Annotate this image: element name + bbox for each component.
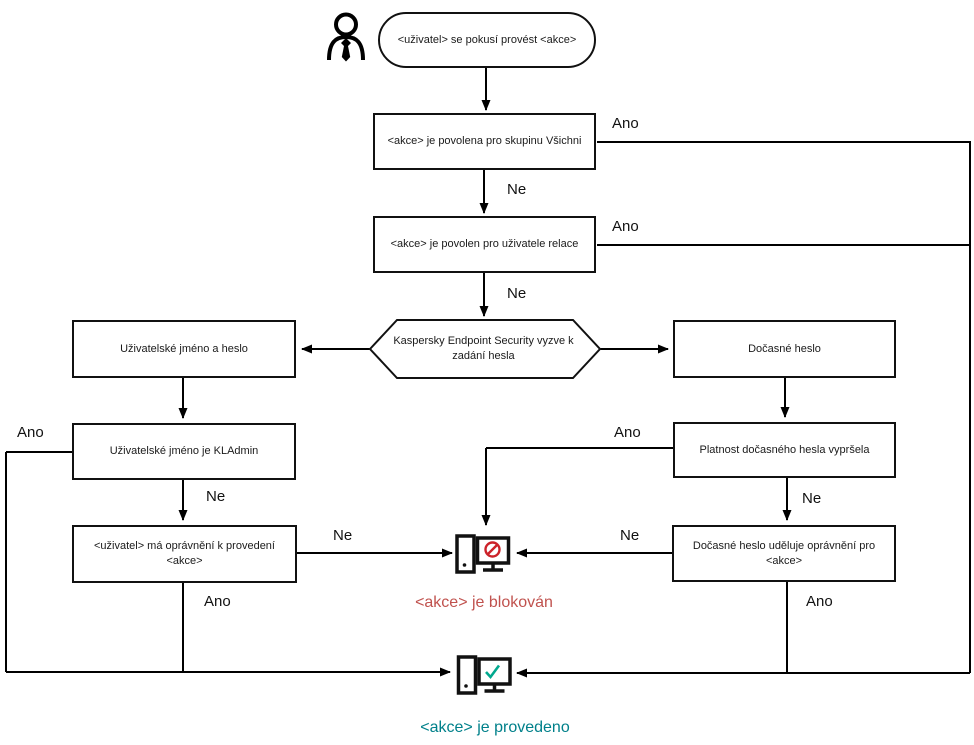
node-temp-password-expired: Platnost dočasného hesla vypršela xyxy=(673,422,896,478)
edge-label-no-permission: Ne xyxy=(333,527,353,544)
decision-hexagon xyxy=(368,319,602,379)
node-temp-password: Dočasné heslo xyxy=(673,320,896,378)
outcome-blocked-label: <akce> je blokován xyxy=(415,594,553,611)
node-action-allowed-session-user: <akce> je povolen pro uživatele relace xyxy=(373,216,596,273)
node-action-allowed-group: <akce> je povolena pro skupinu Všichni xyxy=(373,113,596,170)
success-computer-icon xyxy=(456,655,512,695)
edge-label-yes-grants: Ano xyxy=(806,593,833,610)
flow-connectors xyxy=(5,68,971,673)
node-password-prompt: Kaspersky Endpoint Security vyzve k zadá… xyxy=(393,335,574,362)
blocked-computer-icon xyxy=(455,534,511,574)
edge-label-yes-expired: Ano xyxy=(614,424,641,441)
edge-label-no-1: Ne xyxy=(507,181,527,198)
node-username-password: Uživatelské jméno a heslo xyxy=(72,320,296,378)
edge-label-no-expired: Ne xyxy=(802,490,822,507)
edge-label-yes-2: Ano xyxy=(612,218,639,235)
outcome-done-label: <akce> je provedeno xyxy=(420,719,570,736)
edge-label-yes-kladmin: Ano xyxy=(17,424,44,441)
edge-label-yes-1: Ano xyxy=(612,115,639,132)
check-icon xyxy=(485,664,501,680)
edge-label-yes-permission: Ano xyxy=(204,593,231,610)
person-icon xyxy=(327,12,365,62)
node-username-kladmin: Uživatelské jméno je KLAdmin xyxy=(72,423,296,480)
edge-label-no-2: Ne xyxy=(507,285,527,302)
prohibit-icon xyxy=(484,541,501,558)
node-user-has-permission: <uživatel> má oprávnění k provedení <akc… xyxy=(72,525,297,583)
edge-label-no-grants: Ne xyxy=(620,527,640,544)
edge-label-no-kladmin: Ne xyxy=(206,488,226,505)
node-temp-password-grants: Dočasné heslo uděluje oprávnění pro <akc… xyxy=(672,525,896,582)
start-node: <uživatel> se pokusí provést <akce> xyxy=(378,12,596,68)
